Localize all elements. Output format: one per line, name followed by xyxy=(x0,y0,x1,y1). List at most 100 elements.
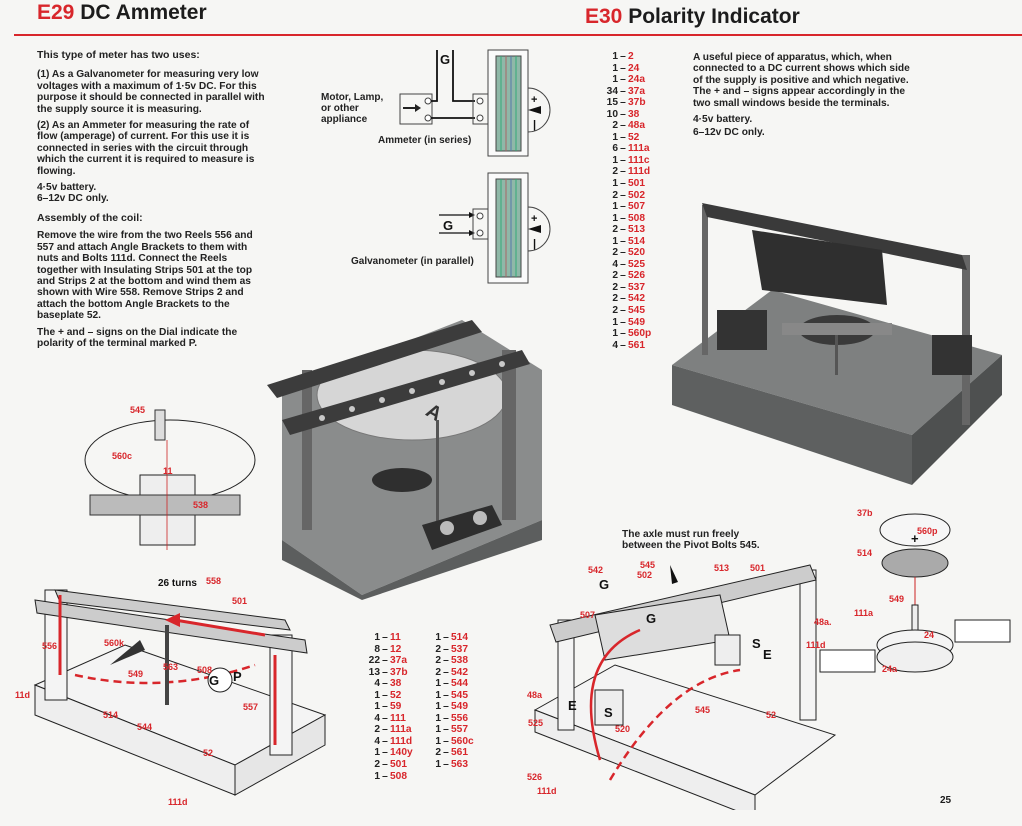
header-rule xyxy=(14,34,1022,36)
upright-left xyxy=(702,205,708,355)
part-number: 508 xyxy=(628,212,645,224)
part-quantity: 1 xyxy=(435,632,441,643)
part-number: 508 xyxy=(390,770,407,782)
appliance-label: Motor, Lamp, or other appliance xyxy=(321,92,384,125)
parts-list-item: 1–556 xyxy=(413,713,474,725)
parts-list-item: 1–501 xyxy=(590,178,651,190)
dial-exploded-view xyxy=(84,409,256,550)
dash: – xyxy=(620,143,626,155)
callout-563: 563 xyxy=(163,662,179,672)
part-quantity: 1 xyxy=(435,689,441,701)
part-quantity: 1 xyxy=(374,689,380,701)
magnet-left xyxy=(819,649,876,673)
part-number: 563 xyxy=(451,759,468,771)
ammeter-photo: A xyxy=(267,320,542,600)
parts-list-item: 2–111d xyxy=(590,166,651,178)
part-quantity: 1 xyxy=(612,51,618,62)
parts-list-item: 1–24 xyxy=(590,63,651,75)
part-quantity: 2 xyxy=(612,166,618,178)
part-quantity: 8 xyxy=(374,643,380,655)
part-number: 11 xyxy=(390,632,401,643)
part-quantity: 2 xyxy=(435,747,441,759)
plates-502 xyxy=(594,594,731,661)
callout-557: 557 xyxy=(243,702,259,712)
parts-list-item: 1–549 xyxy=(413,701,474,713)
parts-list-item: 1–24a xyxy=(590,74,651,86)
part-quantity: 1 xyxy=(435,701,441,713)
wire xyxy=(589,628,641,761)
terminal-p xyxy=(207,667,233,693)
pointer-arrow xyxy=(670,565,678,584)
callout-11: 11 xyxy=(163,466,173,476)
dash: – xyxy=(620,224,626,236)
part-number: 561 xyxy=(628,339,645,351)
part-quantity: 1 xyxy=(374,747,380,759)
callout-52: 52 xyxy=(203,748,214,758)
callout-111a: 111a xyxy=(854,608,874,618)
part-quantity: 2 xyxy=(435,666,441,678)
left-project-title: DC Ammeter xyxy=(80,1,207,24)
dash: – xyxy=(620,270,626,282)
terminal-label-p: P xyxy=(233,669,242,684)
part-quantity: 1 xyxy=(612,131,618,143)
disc-514 xyxy=(881,548,949,578)
part-number: 24a xyxy=(628,74,645,86)
part-quantity: 34 xyxy=(606,85,618,97)
callout-111d-base: 111d xyxy=(537,786,557,796)
terminal-label-g: G xyxy=(209,673,220,688)
parts-list-item: 1–545 xyxy=(413,690,474,702)
magnet-right xyxy=(954,619,1011,643)
coil-winding xyxy=(495,55,522,152)
svg-text:|: | xyxy=(533,238,536,250)
dash: – xyxy=(620,154,626,166)
dash: – xyxy=(620,201,626,213)
spindle xyxy=(835,335,838,375)
window-s-left xyxy=(594,689,624,726)
dash: – xyxy=(443,701,449,713)
part-quantity: 4 xyxy=(612,258,618,270)
part-number: 12 xyxy=(390,643,402,655)
callout-514-right: 514 xyxy=(857,548,873,558)
part-quantity: 13 xyxy=(368,666,380,678)
dash: – xyxy=(620,189,626,201)
part-number: 52 xyxy=(628,131,640,143)
part-number: 520 xyxy=(628,247,645,259)
dash: – xyxy=(382,689,388,701)
callout-507: 507 xyxy=(580,610,596,620)
parts-list-item: 2–502 xyxy=(590,190,651,202)
parts-list-item: 15–37b xyxy=(590,97,651,109)
right-power-dc: 6–12v DC only. xyxy=(693,127,765,139)
appliance-box xyxy=(399,93,433,125)
part-quantity: 4 xyxy=(612,339,618,351)
part-quantity: 1 xyxy=(612,62,618,74)
svg-text:+: + xyxy=(911,531,919,546)
parts-list-item: 34–37a xyxy=(590,86,651,98)
dash: – xyxy=(620,97,626,109)
callout-545-base: 545 xyxy=(695,705,711,715)
part-number: 549 xyxy=(628,316,645,328)
parts-list-item: 1–560p xyxy=(590,328,651,340)
parts-list-item: 2–501 xyxy=(352,759,413,771)
dash: – xyxy=(382,666,388,678)
part-quantity: 2 xyxy=(374,724,380,736)
parts-list-item: 4–111d xyxy=(352,736,413,748)
parts-list-item: 2–111a xyxy=(352,724,413,736)
dash: – xyxy=(620,235,626,247)
winding-direction-arrow xyxy=(165,613,180,627)
part-quantity: 1 xyxy=(374,632,380,643)
axle xyxy=(436,420,439,525)
g-label-parallel: G xyxy=(443,218,453,233)
strip-501-back xyxy=(54,589,291,631)
callout-514: 514 xyxy=(103,710,119,720)
parts-list-item: 1–514 xyxy=(413,632,474,644)
callout-111d-bottom: 111d xyxy=(168,797,188,807)
parts-list-item: 2–537 xyxy=(413,644,474,656)
part-quantity: 6 xyxy=(612,143,618,155)
parts-list-item: 1–549 xyxy=(590,317,651,329)
parts-list-item: 2–520 xyxy=(590,247,651,259)
dash: – xyxy=(382,712,388,724)
parts-list-item: 2–545 xyxy=(590,305,651,317)
right-page-title: E30 Polarity Indicator xyxy=(585,6,800,27)
part-number: 561 xyxy=(451,747,468,759)
